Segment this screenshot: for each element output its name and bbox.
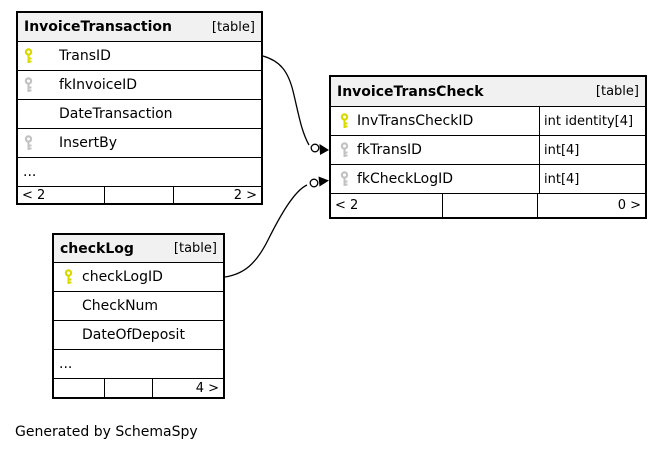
columns-ellipsis-row: ... xyxy=(54,350,223,379)
column-name: CheckNum xyxy=(82,298,159,314)
parent-count xyxy=(54,379,105,397)
column-name: fkTransID xyxy=(357,142,422,158)
table-header: InvoiceTransCheck [table] xyxy=(331,77,645,107)
ellipsis-label: ... xyxy=(23,164,37,180)
column-name: fkInvoiceID xyxy=(59,77,137,93)
table-tag: [table] xyxy=(595,84,639,99)
column-row-fkchecklogid: fkCheckLogID int[4] xyxy=(331,165,645,194)
column-type: int[4] xyxy=(539,136,645,164)
column-type: int[4] xyxy=(539,165,645,193)
table-footer: < 2 2 > xyxy=(18,187,261,203)
column-row-checklogid: checkLogID xyxy=(54,263,223,292)
arrowhead-icon xyxy=(319,144,329,155)
footer-spacer xyxy=(443,194,538,217)
zero-circle-terminator-icon xyxy=(310,143,320,153)
column-row-insertby: InsertBy xyxy=(18,129,261,158)
table-name: InvoiceTransaction xyxy=(24,19,172,35)
column-row-dateofdeposit: DateOfDeposit xyxy=(54,321,223,350)
column-name: DateOfDeposit xyxy=(82,327,185,343)
fk-connector-transid xyxy=(262,55,329,155)
table-tag: [table] xyxy=(173,241,217,256)
table-node-invoicetranscheck[interactable]: InvoiceTransCheck [table] InvTransCheckI… xyxy=(329,75,647,219)
table-node-checklog[interactable]: checkLog [table] checkLogID CheckNum Dat… xyxy=(52,233,225,399)
table-tag: [table] xyxy=(211,19,255,35)
child-count: 0 > xyxy=(617,198,641,213)
column-row-invtranscheckid: InvTransCheckID int identity[4] xyxy=(331,107,645,136)
child-count: 4 > xyxy=(195,380,219,396)
column-name: DateTransaction xyxy=(59,106,173,122)
primary-key-icon xyxy=(340,113,352,129)
column-row-fktransid: fkTransID int[4] xyxy=(331,136,645,165)
column-name: InsertBy xyxy=(59,135,118,151)
footer-spacer xyxy=(105,379,153,397)
table-footer: < 2 0 > xyxy=(331,194,645,217)
table-node-invoicetransaction[interactable]: InvoiceTransaction [table] TransID fkInv… xyxy=(16,11,263,205)
column-row-datetransaction: DateTransaction xyxy=(18,100,261,129)
table-header: checkLog [table] xyxy=(54,235,223,263)
column-name: TransID xyxy=(59,48,111,64)
parent-count: < 2 xyxy=(18,187,105,203)
table-name: checkLog xyxy=(60,240,134,257)
table-footer: 4 > xyxy=(54,379,223,397)
table-name: InvoiceTransCheck xyxy=(337,83,484,100)
arrowhead-icon xyxy=(318,176,329,187)
generator-caption: Generated by SchemaSpy xyxy=(15,424,198,440)
column-row-checknum: CheckNum xyxy=(54,292,223,321)
parent-count: < 2 xyxy=(331,194,443,217)
child-count: 2 > xyxy=(233,187,257,203)
foreign-key-icon xyxy=(24,135,36,151)
column-row-transid: TransID xyxy=(18,42,261,71)
ellipsis-label: ... xyxy=(59,356,73,372)
foreign-key-icon xyxy=(24,77,36,93)
foreign-key-icon xyxy=(340,142,352,158)
primary-key-icon xyxy=(24,48,36,64)
column-type: int identity[4] xyxy=(539,107,645,135)
column-row-fkinvoiceid: fkInvoiceID xyxy=(18,71,261,100)
footer-spacer xyxy=(105,187,174,203)
table-header: InvoiceTransaction [table] xyxy=(18,13,261,42)
column-name: fkCheckLogID xyxy=(357,171,454,187)
foreign-key-icon xyxy=(340,171,352,187)
primary-key-icon xyxy=(64,269,76,285)
column-name: InvTransCheckID xyxy=(357,113,474,129)
column-name: checkLogID xyxy=(82,269,163,285)
zero-circle-terminator-icon xyxy=(309,178,319,188)
columns-ellipsis-row: ... xyxy=(18,158,261,187)
